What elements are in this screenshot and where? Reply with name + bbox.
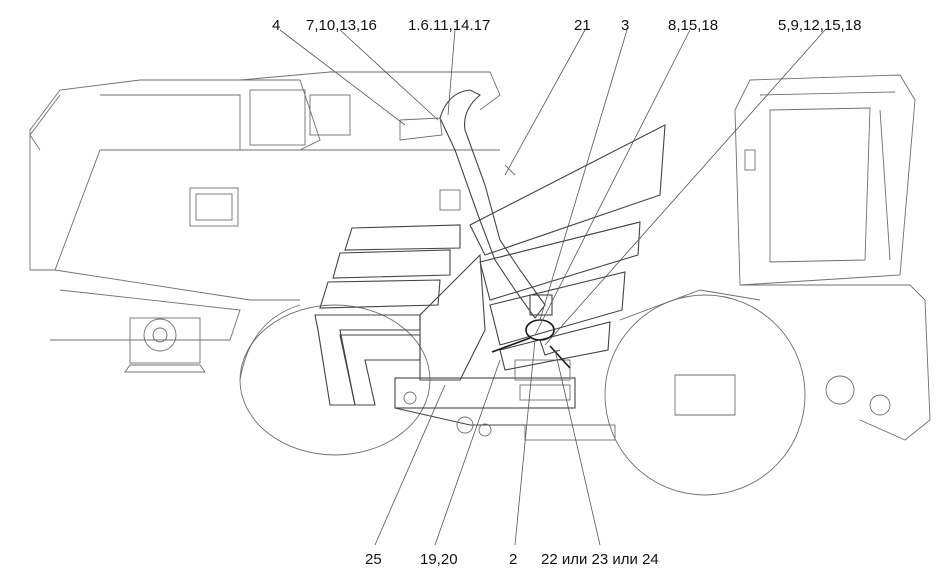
callout-5-9-12-15-18: 5,9,12,15,18 <box>778 17 862 34</box>
callout-21: 21 <box>574 17 591 34</box>
chassis-frame <box>394 359 616 441</box>
callout-8-15-18: 8,15,18 <box>668 17 719 34</box>
grain-tank <box>734 74 916 286</box>
callout-7-10-13-16: 7,10,13,16 <box>306 17 377 34</box>
engine-compartment <box>239 71 501 211</box>
rear-assembly <box>619 284 931 441</box>
callout-3: 3 <box>621 17 630 34</box>
front-wheel <box>239 304 431 456</box>
callout-2: 2 <box>509 551 518 568</box>
emblem-stripes-right <box>419 124 666 381</box>
callout-25: 25 <box>365 551 382 568</box>
leader-lines <box>279 29 826 546</box>
callout-22-23-24: 22 или 23 или 24 <box>541 551 659 568</box>
unloading-pipe <box>399 89 571 369</box>
callout-1-6-11-14-17: 1.6.11,14.17 <box>408 17 491 34</box>
rear-wheel <box>604 294 806 496</box>
header-assembly <box>29 79 321 373</box>
callout-19-20: 19,20 <box>420 551 458 568</box>
callout-4: 4 <box>272 17 281 34</box>
